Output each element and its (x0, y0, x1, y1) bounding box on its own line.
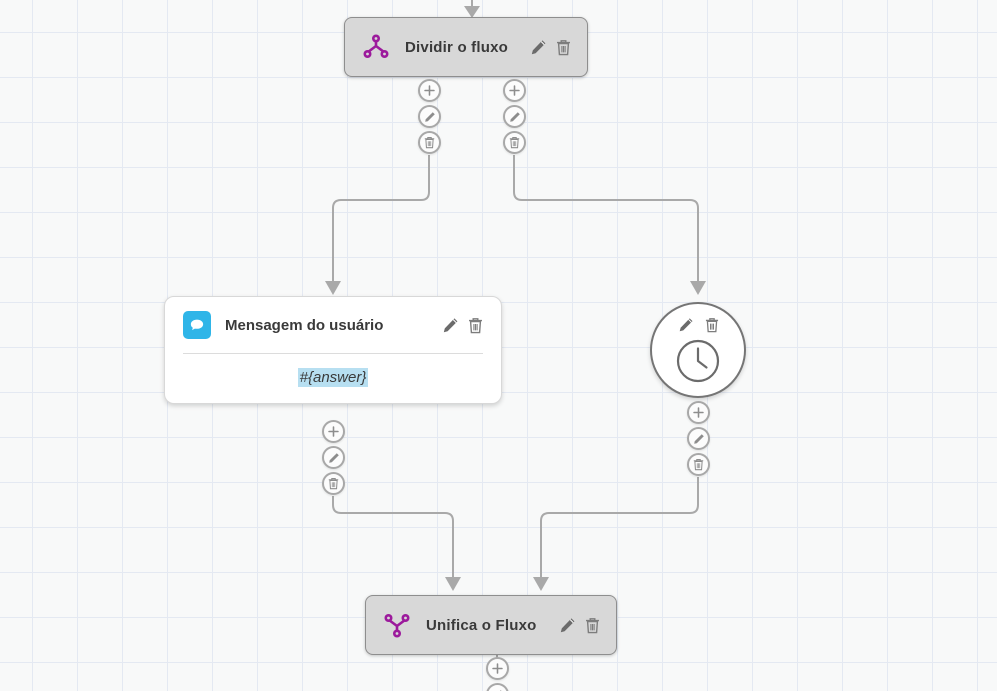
node-split-title: Dividir o fluxo (405, 38, 509, 56)
port-stack-merge[interactable] (486, 657, 509, 691)
node-message-title: Mensagem do usuário (225, 316, 384, 334)
port-stack-message[interactable] (322, 420, 345, 495)
flow-split-icon (361, 32, 391, 62)
node-timer[interactable] (650, 302, 746, 398)
edge-split-to-message (332, 155, 430, 282)
edit-icon[interactable] (442, 317, 459, 334)
card-divider (183, 353, 483, 354)
answer-variable-token[interactable]: #{answer} (297, 368, 369, 387)
delete-icon[interactable] (704, 316, 719, 333)
add-port-button[interactable] (486, 657, 509, 680)
node-message-header: Mensagem do usuário (183, 311, 483, 339)
node-message-actions (442, 317, 483, 334)
edit-icon[interactable] (530, 39, 547, 56)
add-port-button[interactable] (503, 79, 526, 102)
delete-port-button[interactable] (503, 131, 526, 154)
edit-port-button[interactable] (418, 105, 441, 128)
add-port-button[interactable] (322, 420, 345, 443)
edge-message-to-merge (332, 496, 454, 578)
delete-icon[interactable] (468, 317, 483, 334)
flow-merge-icon (382, 610, 412, 640)
delete-port-button[interactable] (687, 453, 710, 476)
node-message[interactable]: Mensagem do usuário (164, 296, 502, 404)
node-merge-title: Unifica o Fluxo (426, 616, 537, 634)
node-split[interactable]: Dividir o fluxo (344, 17, 589, 77)
port-stack-split-left[interactable] (418, 79, 441, 154)
edit-port-button[interactable] (687, 427, 710, 450)
node-message-body: #{answer} (183, 354, 483, 387)
port-stack-split-right[interactable] (503, 79, 526, 154)
edge-split-to-message-arrowhead (325, 281, 341, 295)
edge-split-to-timer (513, 155, 699, 282)
port-stack-timer[interactable] (687, 401, 710, 476)
add-port-button[interactable] (687, 401, 710, 424)
edge-timer-to-merge-arrowhead (533, 577, 549, 591)
edit-icon[interactable] (677, 316, 694, 333)
node-merge-actions (559, 617, 600, 634)
delete-icon[interactable] (585, 617, 600, 634)
node-split-actions (530, 39, 571, 56)
edit-port-button[interactable] (486, 683, 509, 691)
edit-port-button[interactable] (503, 105, 526, 128)
edge-timer-to-merge (540, 477, 699, 578)
edit-port-button[interactable] (322, 446, 345, 469)
chat-bubble-icon (183, 311, 211, 339)
delete-icon[interactable] (556, 39, 571, 56)
add-port-button[interactable] (418, 79, 441, 102)
edge-split-to-timer-arrowhead (690, 281, 706, 295)
edit-icon[interactable] (559, 617, 576, 634)
edge-message-to-merge-arrowhead (445, 577, 461, 591)
clock-icon (675, 338, 721, 384)
node-merge[interactable]: Unifica o Fluxo (365, 595, 617, 655)
node-timer-actions (677, 316, 719, 333)
delete-port-button[interactable] (322, 472, 345, 495)
delete-port-button[interactable] (418, 131, 441, 154)
